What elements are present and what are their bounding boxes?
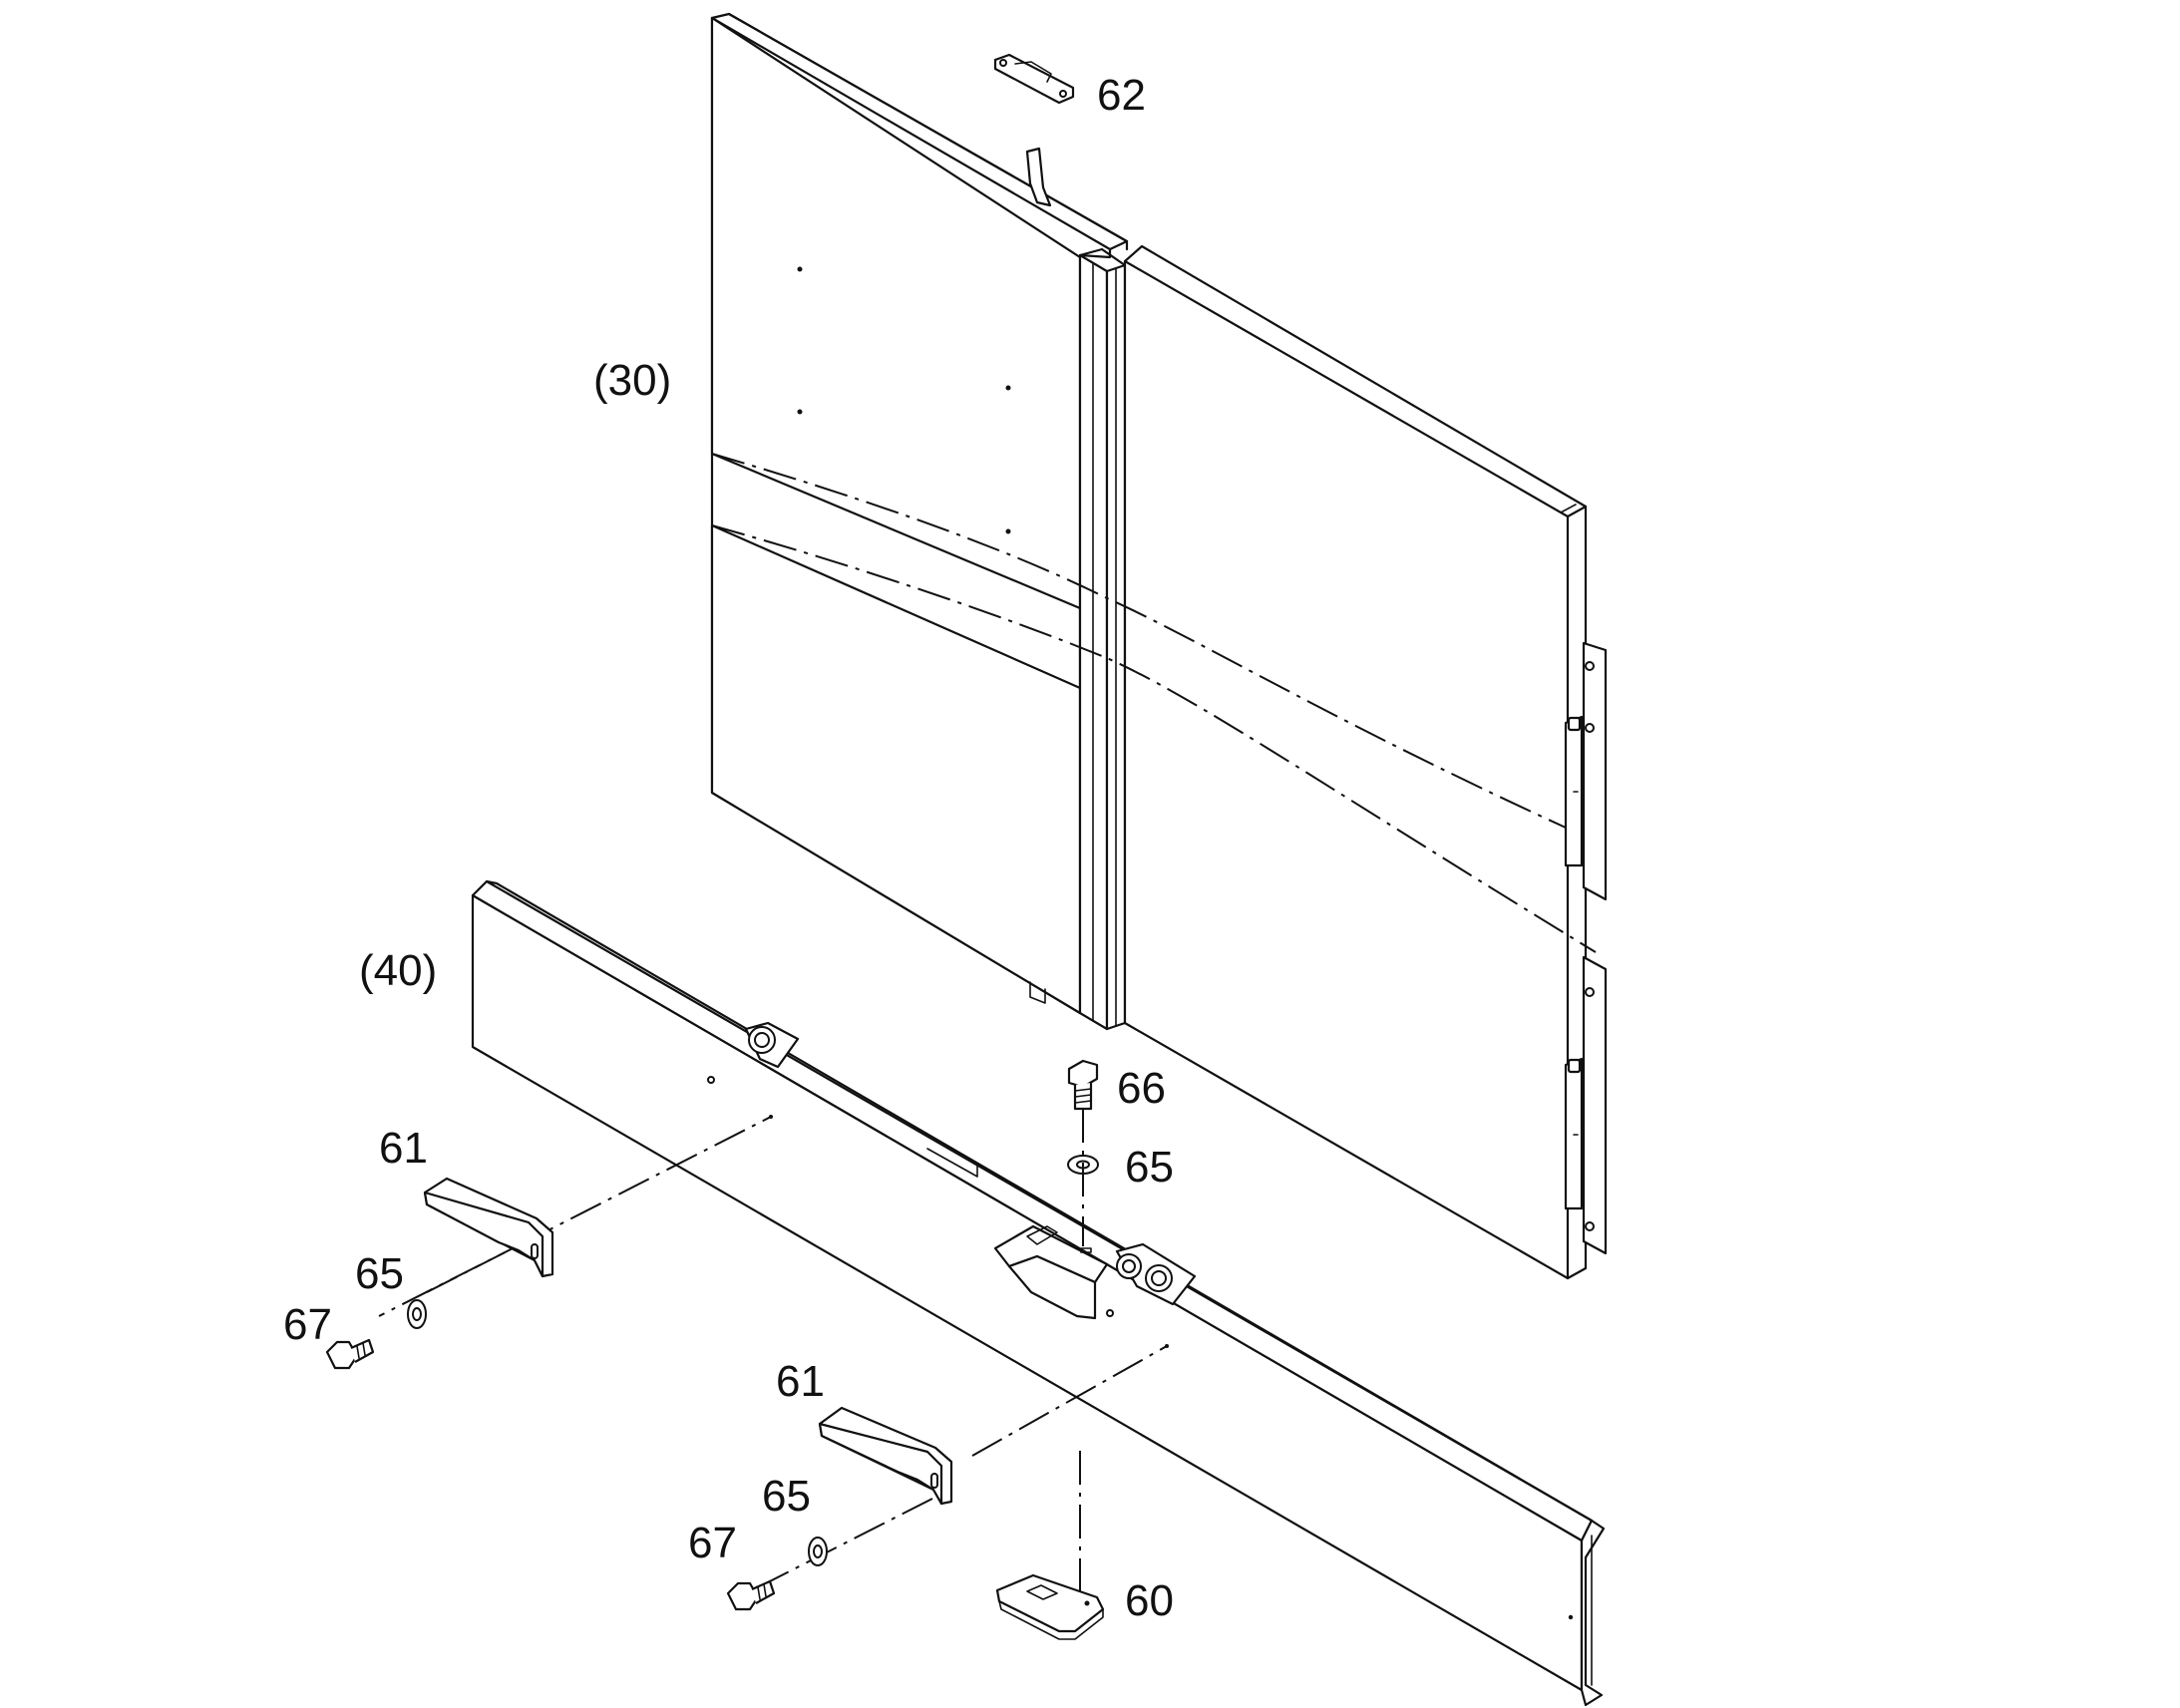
rivet-dot bbox=[1005, 528, 1011, 534]
callout-part-60: 60 bbox=[1125, 1576, 1174, 1625]
rivet-dot bbox=[1005, 385, 1011, 391]
rail-hole bbox=[1106, 1309, 1114, 1317]
part-66-bolt bbox=[1067, 1059, 1099, 1111]
upper-hinge bbox=[1564, 641, 1608, 901]
guide-left-bracket bbox=[426, 1116, 772, 1293]
rail-left-pivot bbox=[744, 1021, 800, 1069]
rail-notch bbox=[926, 1148, 978, 1178]
callout-assembly-30: (30) bbox=[593, 356, 671, 405]
lower-hinge bbox=[1564, 955, 1608, 1255]
left-door-top-bevel bbox=[727, 12, 1129, 251]
top-latch-nub bbox=[1025, 147, 1052, 207]
part-60-striker-plate bbox=[995, 1573, 1105, 1640]
callout-part-66: 66 bbox=[1117, 1064, 1166, 1113]
callout-part-65-left: 65 bbox=[355, 1249, 404, 1298]
callout-part-67-right: 67 bbox=[688, 1519, 737, 1567]
rail-center-bracket bbox=[993, 1224, 1109, 1320]
break-line-lower bbox=[711, 524, 1597, 953]
rail-hole bbox=[707, 1076, 715, 1084]
callout-part-65-top: 65 bbox=[1125, 1143, 1174, 1192]
guide-right-washer bbox=[761, 1498, 933, 1586]
part-67-bolt-right bbox=[726, 1579, 776, 1611]
guide-right-bracket bbox=[971, 1345, 1168, 1457]
callout-part-61-right: 61 bbox=[776, 1357, 825, 1406]
part-65-washer-left bbox=[407, 1299, 427, 1329]
rail-center-pivot bbox=[1115, 1242, 1197, 1306]
left-door-top-edge bbox=[710, 16, 1112, 251]
rivet-dot bbox=[797, 409, 803, 415]
callout-assembly-40: (40) bbox=[359, 946, 437, 995]
callout-part-62: 62 bbox=[1097, 71, 1146, 120]
bottom-rail-assembly bbox=[471, 879, 1606, 1707]
guide-left-washer bbox=[378, 1239, 530, 1317]
door-assembly bbox=[710, 12, 1608, 1280]
rivet-dot bbox=[797, 266, 803, 272]
callout-part-65-right: 65 bbox=[762, 1472, 811, 1521]
part-62-latch-plate bbox=[993, 53, 1075, 105]
part-67-bolt-left bbox=[325, 1338, 375, 1370]
part-65-washer-right bbox=[808, 1537, 828, 1566]
part-61-left-bracket bbox=[423, 1177, 554, 1278]
right-door-panel bbox=[1123, 244, 1588, 1280]
rail-end-return bbox=[1580, 1519, 1606, 1707]
callout-part-67-left: 67 bbox=[283, 1300, 332, 1349]
center-seal-strip bbox=[1078, 247, 1127, 1031]
part-61-right-bracket bbox=[818, 1406, 953, 1506]
break-line-upper bbox=[711, 453, 1567, 829]
callout-part-61-left: 61 bbox=[379, 1124, 428, 1173]
